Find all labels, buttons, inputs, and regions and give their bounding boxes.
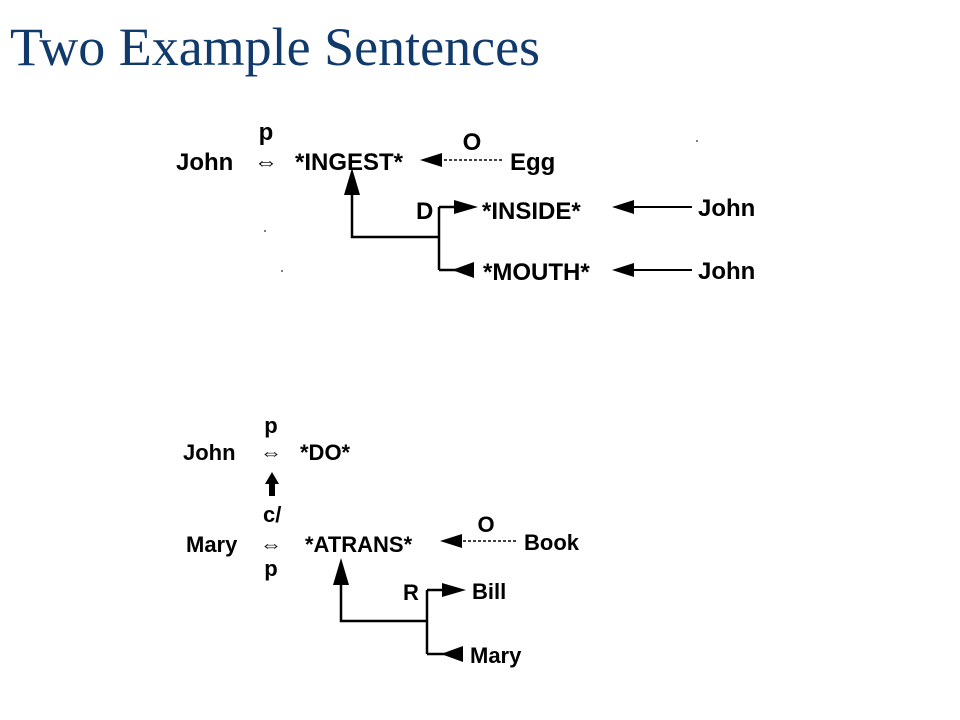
d1-from-arrowhead-icon (452, 262, 474, 278)
d2-causal-marker: c/ (263, 502, 281, 527)
d2-tense-marker: p (264, 413, 277, 438)
d1-act-label: *INGEST* (295, 149, 404, 176)
d2-from-arrowhead-icon (441, 646, 463, 662)
diagram-ingest: John p ⇔ *INGEST* O Egg D *INSIDE* John … (176, 119, 755, 286)
d1-to-state-label: *INSIDE* (482, 198, 581, 225)
diagram-atrans: John p ⇔ *DO* c/ Mary ⇔ p *ATRANS* O Boo… (183, 413, 580, 668)
d1-from-owner-label: John (698, 258, 755, 285)
d2-to-arrowhead-icon (442, 583, 466, 597)
scan-speck (696, 140, 698, 142)
d1-tense-marker: p (259, 119, 274, 146)
d1-direction-arrowhead-icon (344, 168, 360, 195)
d1-to-owner-label: John (698, 195, 755, 222)
d2-act-label: *DO* (300, 440, 351, 465)
d2-causal-arrow-icon (265, 472, 279, 496)
slide-title: Two Example Sentences (10, 17, 541, 77)
d2-object-label: Book (524, 530, 580, 555)
d1-from-owner-arrowhead-icon (612, 263, 634, 277)
d2-second-actor-label: Mary (186, 532, 238, 557)
d1-two-way-arrow-icon: ⇔ (254, 149, 278, 176)
d2-recipient-to-label: Bill (472, 579, 506, 604)
d2-two-way-arrow-icon: ⇔ (260, 440, 282, 465)
d2-second-two-way-arrow-icon: ⇔ (260, 532, 282, 557)
d2-recipient-case-label: R (403, 580, 419, 605)
d1-object-arrowhead-icon (420, 153, 442, 167)
d2-recipient-from-label: Mary (470, 643, 522, 668)
d1-object-label: Egg (510, 149, 555, 176)
d2-recipient-arrowhead-icon (333, 558, 349, 585)
d2-recipient-stem (339, 582, 427, 623)
d1-to-arrowhead-icon (454, 200, 478, 214)
d1-direction-stem (350, 192, 439, 239)
scan-speck (264, 230, 266, 232)
scan-speck (281, 270, 283, 272)
d1-direction-case-label: D (416, 198, 433, 225)
d2-second-act-label: *ATRANS* (305, 532, 413, 557)
d2-object-arrowhead-icon (440, 534, 462, 548)
d1-object-case-label: O (463, 129, 482, 156)
d1-from-state-label: *MOUTH* (483, 259, 590, 286)
d2-object-case-label: O (477, 512, 494, 537)
d2-actor-label: John (183, 440, 236, 465)
d2-second-tense-marker: p (264, 556, 277, 581)
d1-to-owner-arrowhead-icon (612, 200, 634, 214)
d1-actor-label: John (176, 149, 233, 176)
